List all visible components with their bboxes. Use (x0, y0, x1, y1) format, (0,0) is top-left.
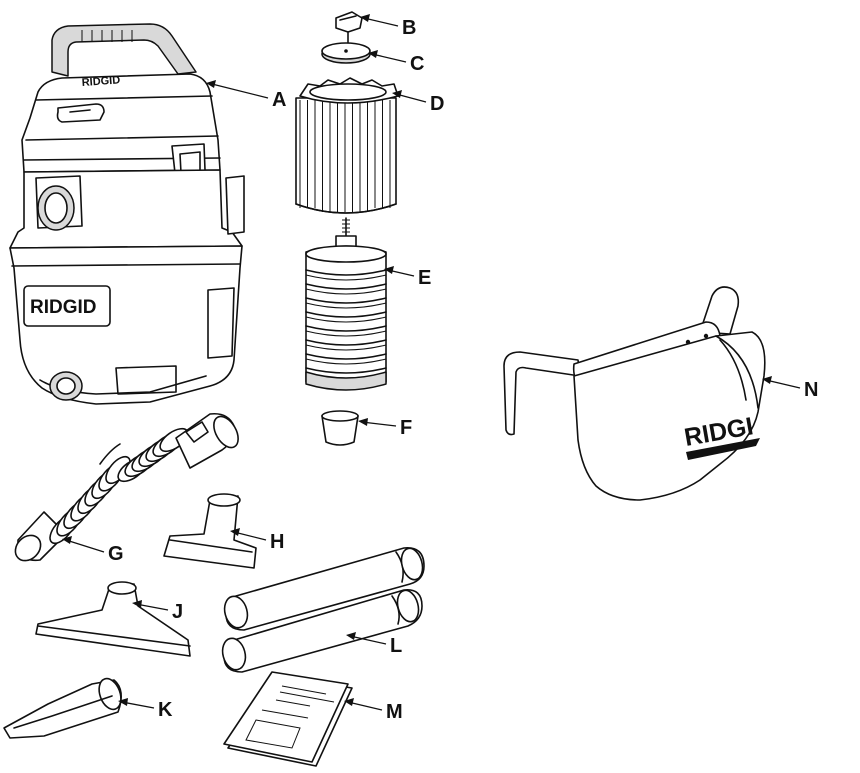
callouts: A B C D E F G H J K (62, 14, 818, 723)
power-switch (56, 103, 105, 123)
vacuum-body: RIDGID RIDGID (9, 23, 245, 405)
label-C: C (410, 53, 424, 75)
label-J: J (172, 601, 183, 623)
svg-text:RIDGID: RIDGID (30, 297, 97, 318)
handle-logo: RIDGID (81, 74, 120, 89)
label-F: F (400, 417, 412, 439)
extension-wands (221, 547, 425, 673)
dust-bag: RIDGI (503, 286, 766, 501)
utility-nozzle (163, 493, 257, 569)
label-L: L (390, 635, 402, 657)
filter-nut (335, 11, 363, 45)
label-D: D (430, 93, 444, 115)
manual (223, 671, 353, 767)
carry-handle (51, 23, 197, 77)
hose (14, 412, 239, 562)
floor-nozzle (35, 581, 191, 657)
drum-logo: RIDGID (23, 285, 111, 327)
label-E: E (418, 267, 431, 289)
label-G: G (108, 543, 124, 565)
label-H: H (270, 531, 284, 553)
pleated-filter (295, 77, 399, 214)
wand-upper (223, 547, 425, 631)
handle-grip-ridges (81, 30, 133, 42)
filter-lid-disc (321, 42, 371, 64)
label-A: A (272, 89, 286, 111)
label-N: N (804, 379, 818, 401)
label-K: K (158, 699, 173, 721)
blower-port (35, 175, 83, 231)
filter-cage (305, 217, 387, 391)
wand-lower (221, 589, 423, 673)
label-M: M (386, 701, 403, 723)
crevice-tool (3, 677, 122, 739)
foam-plug (321, 410, 359, 446)
drain-plug (49, 371, 83, 401)
label-B: B (402, 17, 416, 39)
